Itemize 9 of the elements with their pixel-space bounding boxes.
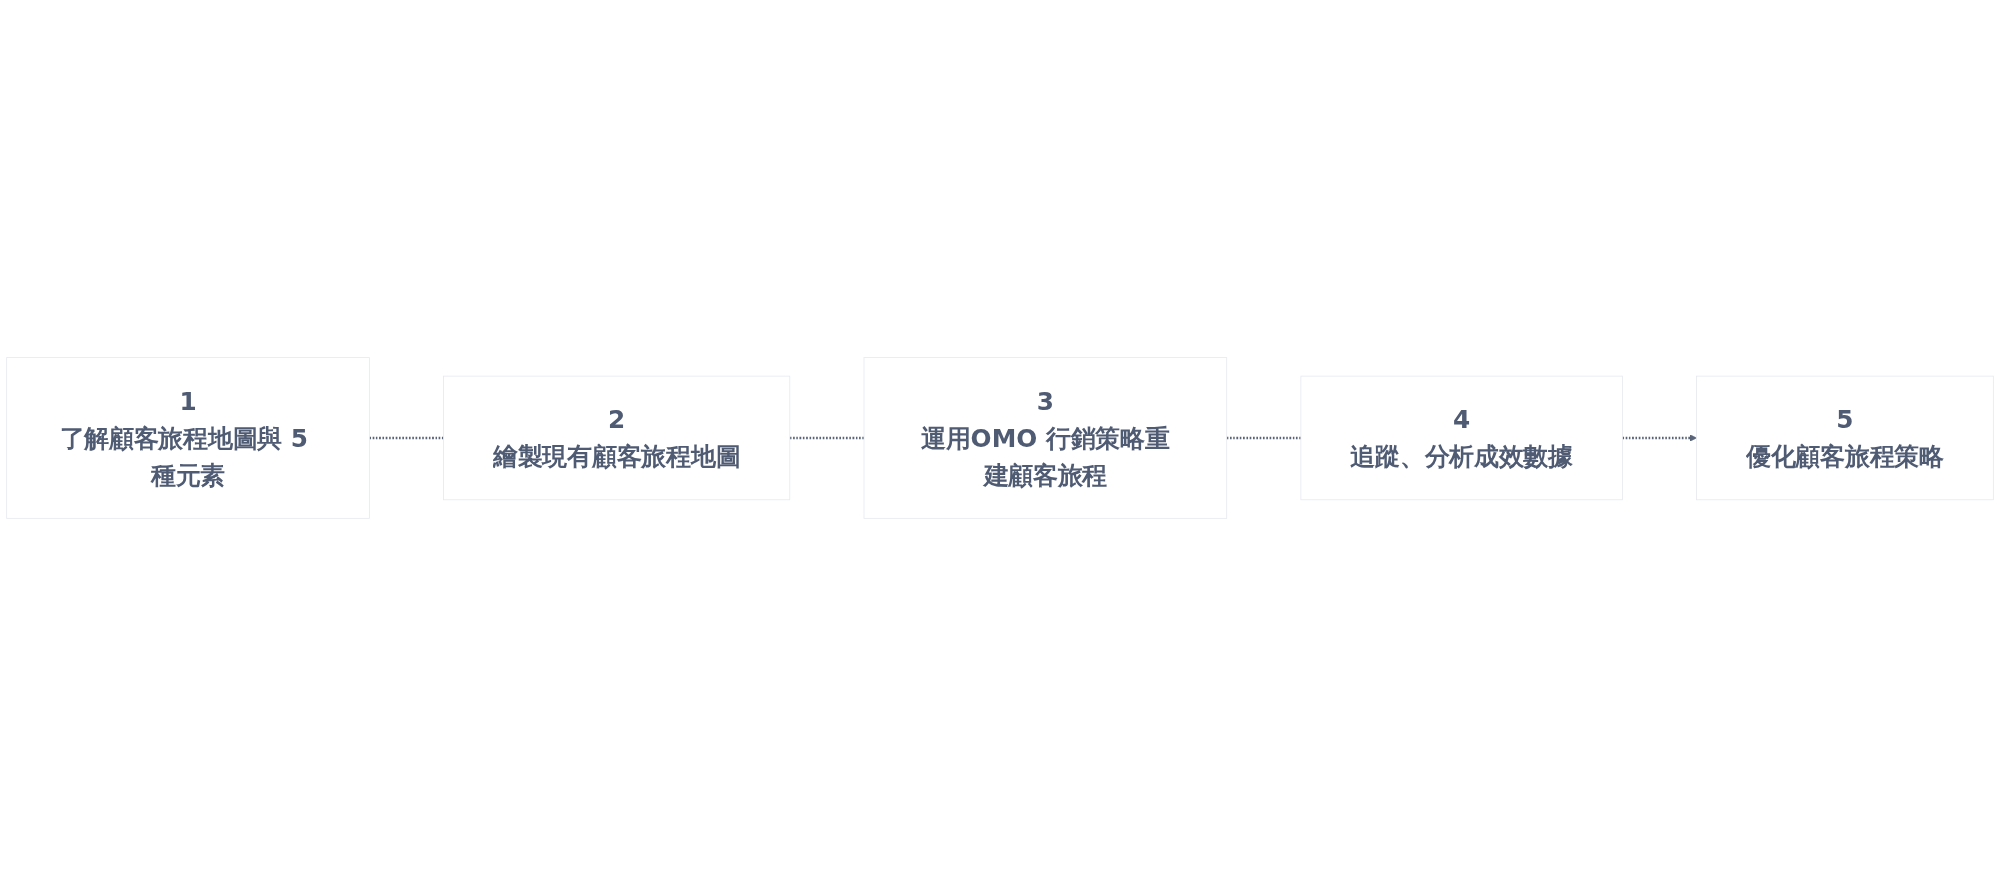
node-box: 5 優化顧客旅程策略 [1696,375,1994,501]
arrow [1622,434,1697,442]
connector [1226,436,1301,440]
connector [789,436,864,440]
node-box: 2 繪製現有顧客旅程地圖 [443,375,791,501]
node-box: 1 了解顧客旅程地圖與 5 種元素 [6,357,370,519]
node-box: 3 運用OMO 行銷策略重建顧客旅程 [863,357,1228,519]
node-box: 4 追蹤、分析成效數據 [1300,375,1623,501]
connector [369,436,444,440]
